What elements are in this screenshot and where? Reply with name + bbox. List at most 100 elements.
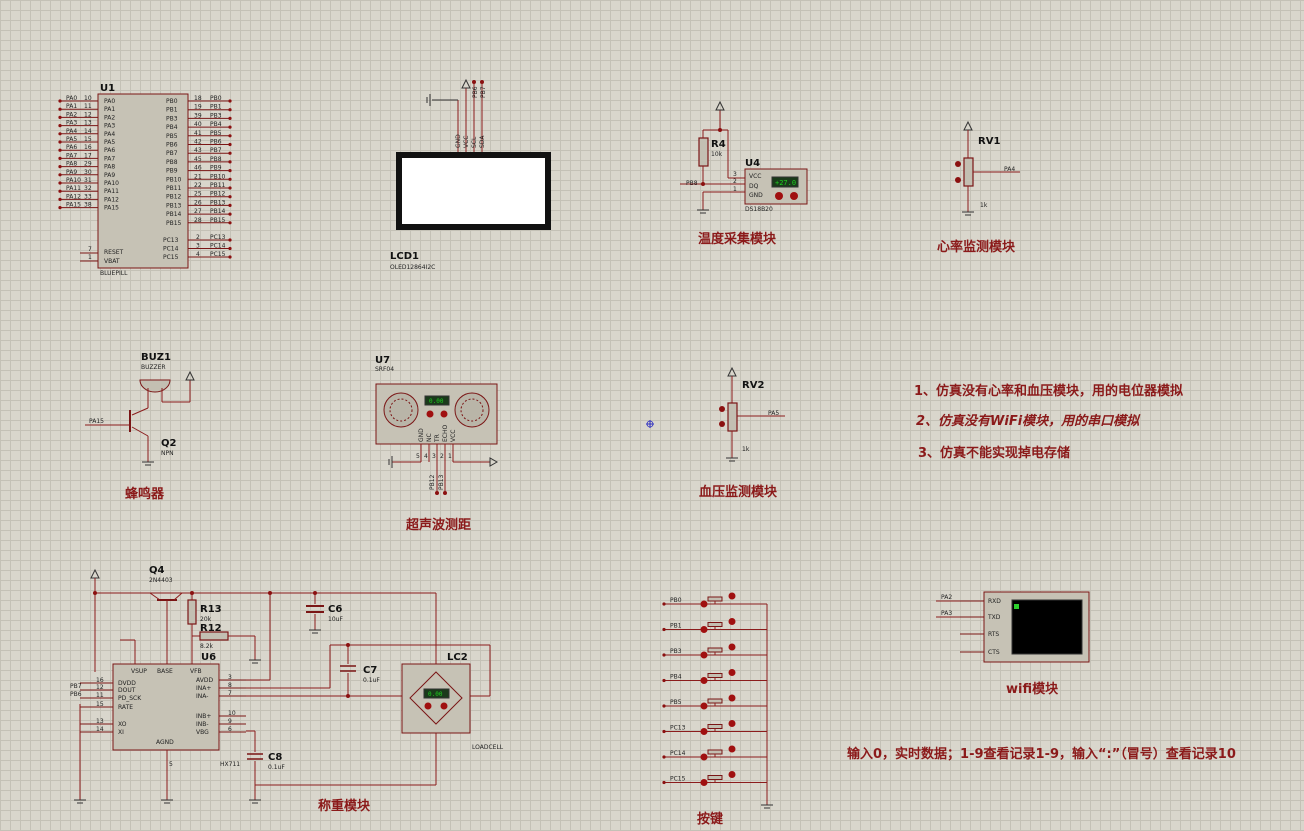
lcd-pin-label: SCL — [471, 136, 478, 148]
key-net: PB1 — [670, 623, 682, 630]
u6-net-pb7: PB7 — [70, 683, 82, 690]
u7-part: SRF04 — [375, 366, 394, 373]
u7-pin-num: 3 — [432, 453, 436, 460]
r12-val: 8.2k — [200, 643, 214, 650]
uart-net: PA2 — [941, 594, 952, 601]
u7-button-down[interactable] — [426, 410, 434, 418]
u7-pin-num: 2 — [440, 453, 444, 460]
u1-left-num: 38 — [84, 202, 92, 209]
u1-left-pin-label: PA7 — [104, 155, 115, 162]
rv2-potentiometer[interactable]: RV2 1k PA5 血压监测模块 — [699, 366, 785, 500]
u1-right-num: 45 — [194, 156, 202, 163]
key-net: PC14 — [670, 750, 686, 757]
uart-net: PA3 — [941, 610, 952, 617]
push-button[interactable] — [700, 694, 736, 710]
c8-val: 0.1uF — [268, 764, 285, 771]
buzzer-circuit[interactable]: BUZ1 BUZZER PA15 Q2 NPN 蜂鸣器 — [85, 352, 195, 502]
u1-left-pin-label: PA1 — [104, 106, 115, 113]
u6-left-num: 13 — [96, 718, 104, 725]
u7-pin-label: TR — [434, 434, 441, 443]
u6-left-num: 16 — [96, 677, 104, 684]
u6-right-num: 7 — [228, 690, 232, 697]
rv1-potentiometer[interactable]: RV1 1k PA4 心率监测模块 — [937, 120, 1020, 255]
weighing-module[interactable]: Q4 2N4403 R13 20k R12 8.2k C6 10uF — [70, 565, 504, 814]
key-net: PC13 — [670, 725, 686, 732]
u1-left-num: 32 — [84, 185, 92, 192]
u4-ref: U4 — [745, 158, 760, 169]
module-title-buzzer: 蜂鸣器 — [125, 486, 165, 502]
u7-pin-label: GND — [418, 428, 425, 442]
u7-button-up[interactable] — [440, 410, 448, 418]
u1-right-pin-label: PB10 — [166, 176, 182, 183]
u1-left-pin-label: PA6 — [104, 147, 115, 154]
note-2: 2、仿真没有WiFi模块，用的串口模拟 — [916, 413, 1141, 429]
u1-left-pin-label: PA4 — [104, 131, 115, 138]
u1-right-num: 43 — [194, 147, 202, 154]
u1-right-num: 19 — [194, 104, 202, 111]
u6-part: HX711 — [220, 761, 240, 768]
lcd-part: OLED12864I2C — [390, 264, 435, 271]
u1-left-pin-label: PA2 — [104, 114, 115, 121]
u1-reset-num: 7 — [88, 246, 92, 253]
buz-net: PA15 — [89, 418, 104, 425]
u1-vbat-num: 1 — [88, 254, 92, 261]
uart-pin-label: TXD — [987, 614, 1001, 621]
lcd-pin-label: GND — [455, 134, 462, 148]
u6-right-pin-label: VBG — [196, 729, 209, 736]
q4-part: 2N4403 — [149, 577, 173, 584]
u1-reset-label: RESET — [104, 249, 124, 256]
push-button[interactable] — [700, 669, 736, 684]
u1-right-net: PB13 — [210, 199, 226, 206]
q2-part: NPN — [161, 450, 174, 457]
r13-resistor — [187, 599, 197, 625]
u4-button-down[interactable] — [775, 192, 783, 200]
r13-val: 20k — [200, 616, 212, 623]
c6-val: 10uF — [328, 616, 343, 623]
lc2-button-up[interactable] — [440, 702, 448, 710]
buz-ref: BUZ1 — [141, 352, 171, 363]
u4-button-up[interactable] — [790, 192, 798, 200]
u1-right-net: PB15 — [210, 217, 226, 224]
u1-left-net: PA3 — [66, 120, 77, 127]
u1-right-net: PB3 — [210, 112, 222, 119]
lc2-ref: LC2 — [447, 652, 468, 663]
r12-ref: R12 — [200, 623, 222, 634]
push-button[interactable] — [700, 771, 736, 786]
u4-ds18b20[interactable]: R4 10k PB8 3 2 1 VCC DQ GND +27.0 U4 DS1… — [680, 100, 808, 247]
r13-ref: R13 — [200, 604, 222, 615]
push-button[interactable] — [700, 745, 736, 761]
c7-ref: C7 — [363, 665, 377, 676]
u6-left-pin-label: XO — [118, 721, 127, 728]
u1-pc-num: 2 — [196, 234, 200, 241]
u6-right-num: 3 — [228, 674, 232, 681]
u1-pc-net: PC14 — [210, 243, 226, 250]
rv2-net: PA5 — [768, 410, 779, 417]
push-button[interactable] — [700, 618, 736, 633]
lcd-net-pb6: PB6 — [472, 86, 479, 98]
rv1-body — [963, 157, 974, 187]
lcd-ref: LCD1 — [390, 251, 419, 262]
push-button[interactable] — [700, 720, 736, 735]
push-button[interactable] — [700, 592, 736, 608]
rv2-ref: RV2 — [742, 380, 764, 391]
u1-pc-pin-label: PC13 — [163, 237, 179, 244]
terminal-screen — [1011, 599, 1083, 655]
module-title-weighing: 称重模块 — [318, 798, 371, 814]
u1-right-pin-label: PB13 — [166, 202, 182, 209]
u7-pin-num: 5 — [416, 453, 420, 460]
lc2-button-down[interactable] — [424, 702, 432, 710]
u1-right-net: PB12 — [210, 191, 226, 198]
svg-text:1: 1 — [733, 186, 737, 193]
u1-right-num: 40 — [194, 121, 202, 128]
u1-right-num: 25 — [194, 191, 202, 198]
u6-right-num: 10 — [228, 710, 236, 717]
u1-left-net: PA11 — [66, 185, 81, 192]
push-button[interactable] — [700, 643, 736, 659]
u1-left-num: 10 — [84, 95, 92, 102]
